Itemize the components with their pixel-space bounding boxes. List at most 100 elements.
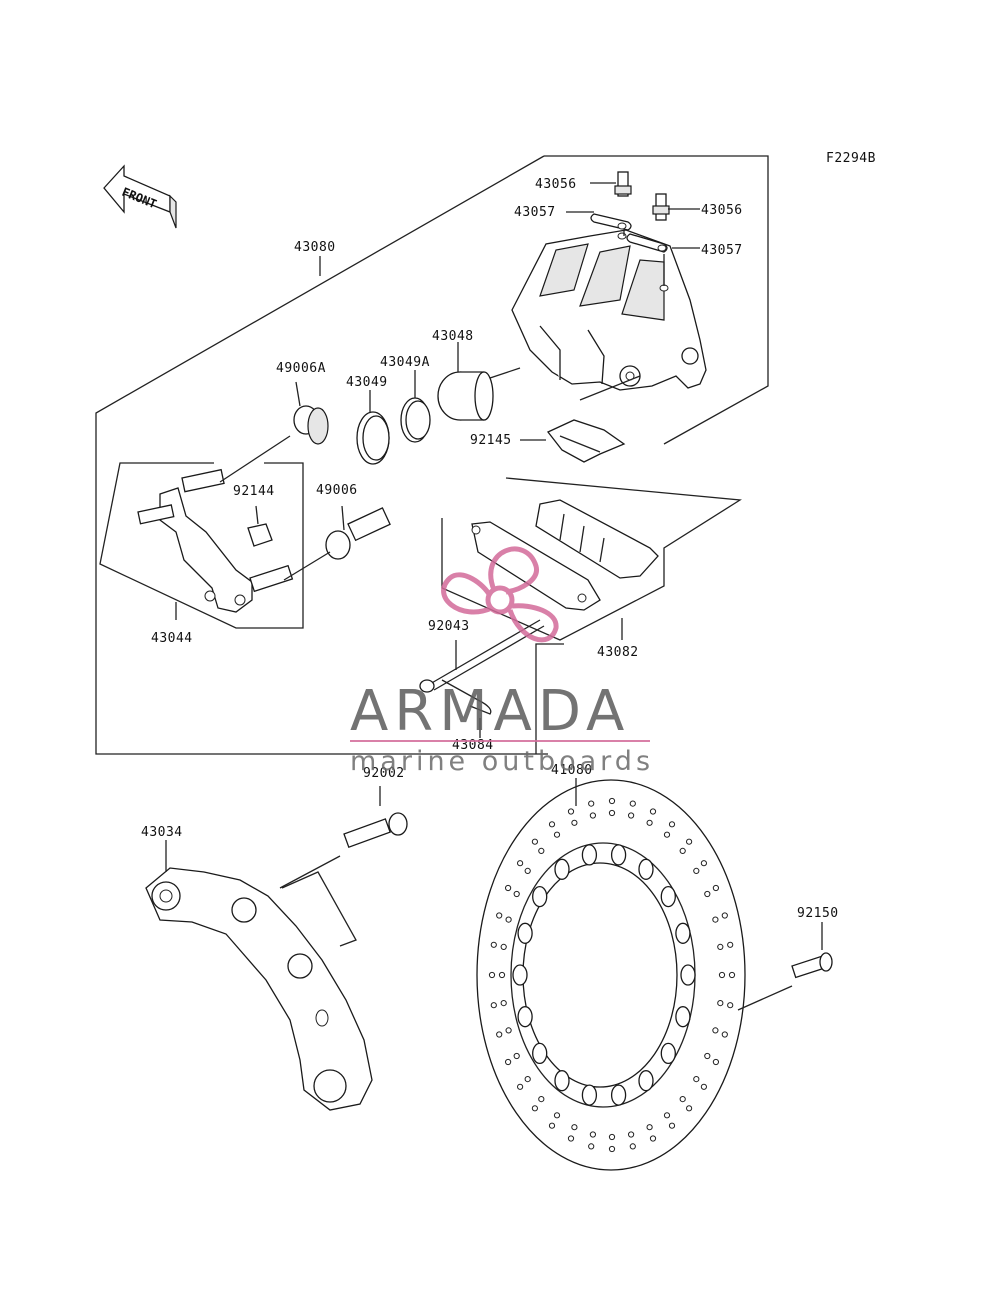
- disc-drill-hole: [686, 1105, 693, 1112]
- disc-bolt: [737, 922, 833, 1011]
- disc-drill-hole: [646, 1124, 653, 1131]
- boot-upper: [293, 381, 329, 445]
- disc-drill-hole: [567, 808, 575, 815]
- disc-drill-hole: [712, 1058, 720, 1066]
- disc-vent-hole: [554, 1070, 570, 1092]
- disc-drill-hole: [505, 916, 512, 923]
- label-43057-right: 43057: [701, 243, 743, 258]
- disc-drill-hole: [505, 1027, 512, 1034]
- pad-spring-small: [247, 505, 273, 547]
- watermark: ARMADA marine outboards: [350, 546, 654, 777]
- disc-drill-hole: [663, 1112, 671, 1119]
- disc-drill-hole: [704, 1052, 711, 1060]
- disc-drill-hole: [718, 971, 726, 979]
- disc-drill-hole: [700, 1083, 708, 1090]
- disc-drill-hole: [712, 1027, 719, 1034]
- disc-drill-hole: [700, 860, 708, 867]
- disc-drill-hole: [693, 1076, 700, 1083]
- disc-vent-hole: [660, 885, 676, 908]
- disc-drill-hole: [649, 808, 657, 815]
- disc-vent-hole: [610, 844, 627, 866]
- disc-drill-hole: [679, 1096, 686, 1103]
- disc-vent-hole: [532, 1042, 548, 1065]
- pad-pin-clip: [441, 679, 492, 738]
- disc-drill-hole: [490, 1002, 497, 1009]
- label-92043: 92043: [428, 619, 470, 634]
- caliper-body: [489, 229, 707, 401]
- disc-drill-hole: [553, 1112, 561, 1119]
- bleeder-cap-left: [566, 211, 632, 236]
- disc-drill-hole: [668, 1122, 676, 1129]
- disc-drill-hole: [513, 1052, 520, 1060]
- disc-drill-hole: [488, 971, 496, 979]
- disc-drill-hole: [686, 838, 693, 845]
- disc-drill-hole: [524, 867, 531, 875]
- disc-drill-hole: [628, 1131, 635, 1138]
- disc-drill-hole: [500, 943, 507, 951]
- front-arrow-icon: FRONT: [103, 164, 177, 229]
- pad-spring: [520, 419, 626, 463]
- label-43044: 43044: [151, 631, 193, 646]
- disc-drill-hole: [608, 1133, 616, 1141]
- bleeder-cap-right: [626, 233, 700, 286]
- disc-vent-hole: [675, 1006, 691, 1028]
- disc-drill-hole: [629, 800, 636, 807]
- disc-drill-hole: [505, 884, 512, 892]
- assembly-outline: [544, 155, 769, 445]
- disc-drill-hole: [721, 912, 728, 919]
- disc-drill-hole: [608, 809, 616, 817]
- disc-drill-hole: [571, 1124, 578, 1131]
- disc-drill-hole: [531, 1105, 539, 1112]
- caliper-mount: [145, 840, 373, 1111]
- disc-drill-hole: [589, 812, 597, 819]
- boot-lower: [325, 505, 391, 560]
- disc-drill-hole: [531, 838, 539, 845]
- disc-drill-hole: [571, 819, 578, 826]
- disc-drill-hole: [717, 1000, 724, 1007]
- label-92144: 92144: [233, 484, 275, 499]
- disc-drill-hole: [538, 1096, 545, 1103]
- label-43056-right: 43056: [701, 203, 743, 218]
- disc-drill-hole: [608, 797, 616, 805]
- disc-drill-hole: [704, 890, 711, 898]
- disc-drill-hole: [629, 1143, 636, 1150]
- disc-drill-hole: [727, 1002, 734, 1009]
- diagram-code: F2294B: [826, 151, 876, 166]
- label-43057-left: 43057: [514, 205, 556, 220]
- disc-vent-hole: [517, 922, 533, 944]
- label-49006: 49006: [316, 483, 358, 498]
- watermark-brand: ARMADA: [350, 679, 630, 744]
- disc-drill-hole: [646, 819, 653, 826]
- disc-vent-hole: [532, 885, 548, 908]
- disc-vent-hole: [517, 1006, 533, 1028]
- disc-drill-hole: [548, 1122, 556, 1129]
- disc-vent-hole: [581, 844, 598, 866]
- disc-drill-hole: [727, 941, 734, 948]
- disc-drill-hole: [712, 916, 719, 923]
- watermark-tagline: marine outboards: [350, 746, 654, 777]
- disc-drill-hole: [538, 847, 545, 855]
- disc-vent-hole: [638, 858, 654, 880]
- disc-drill-hole: [679, 847, 686, 855]
- disc-drill-hole: [693, 867, 700, 875]
- brake-disc: [476, 778, 746, 1171]
- disc-drill-hole: [721, 1031, 728, 1038]
- label-43049A: 43049A: [380, 355, 430, 370]
- disc-drill-hole: [524, 1076, 531, 1083]
- label-92002: 92002: [363, 766, 405, 781]
- disc-drill-hole: [717, 943, 724, 951]
- label-92150: 92150: [797, 906, 839, 921]
- disc-drill-hole: [608, 1145, 616, 1153]
- disc-drill-hole: [588, 1143, 595, 1150]
- disc-drill-hole: [505, 1058, 512, 1066]
- disc-vent-hole: [660, 1042, 676, 1065]
- disc-drill-hole: [517, 1083, 524, 1090]
- disc-vent-hole: [675, 922, 691, 944]
- dust-seal: [356, 390, 390, 465]
- disc-vent-hole: [512, 964, 528, 986]
- bleed-valve-right: [652, 193, 700, 221]
- disc-drill-hole: [712, 884, 720, 892]
- mounting-bolt: [279, 786, 408, 889]
- label-43080: 43080: [294, 240, 336, 255]
